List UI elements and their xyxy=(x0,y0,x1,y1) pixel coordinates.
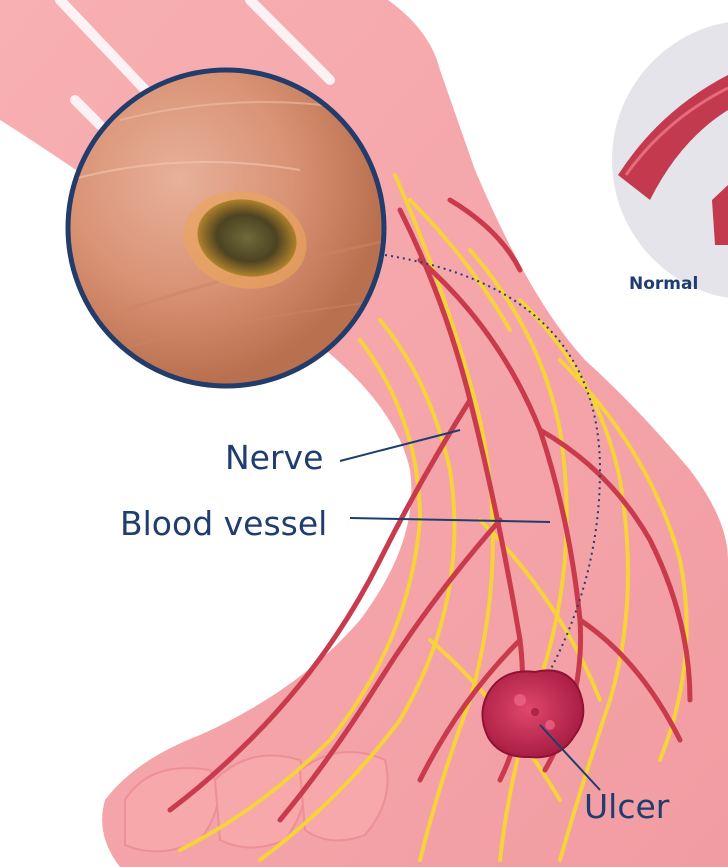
ulcer-label: Ulcer xyxy=(584,787,670,826)
normal-label: Normal xyxy=(629,274,698,294)
blood-vessel-label: Blood vessel xyxy=(120,504,327,543)
normal-vessel-inset xyxy=(612,20,728,300)
ulcer-marker xyxy=(482,670,583,757)
nerve-label: Nerve xyxy=(225,438,323,477)
